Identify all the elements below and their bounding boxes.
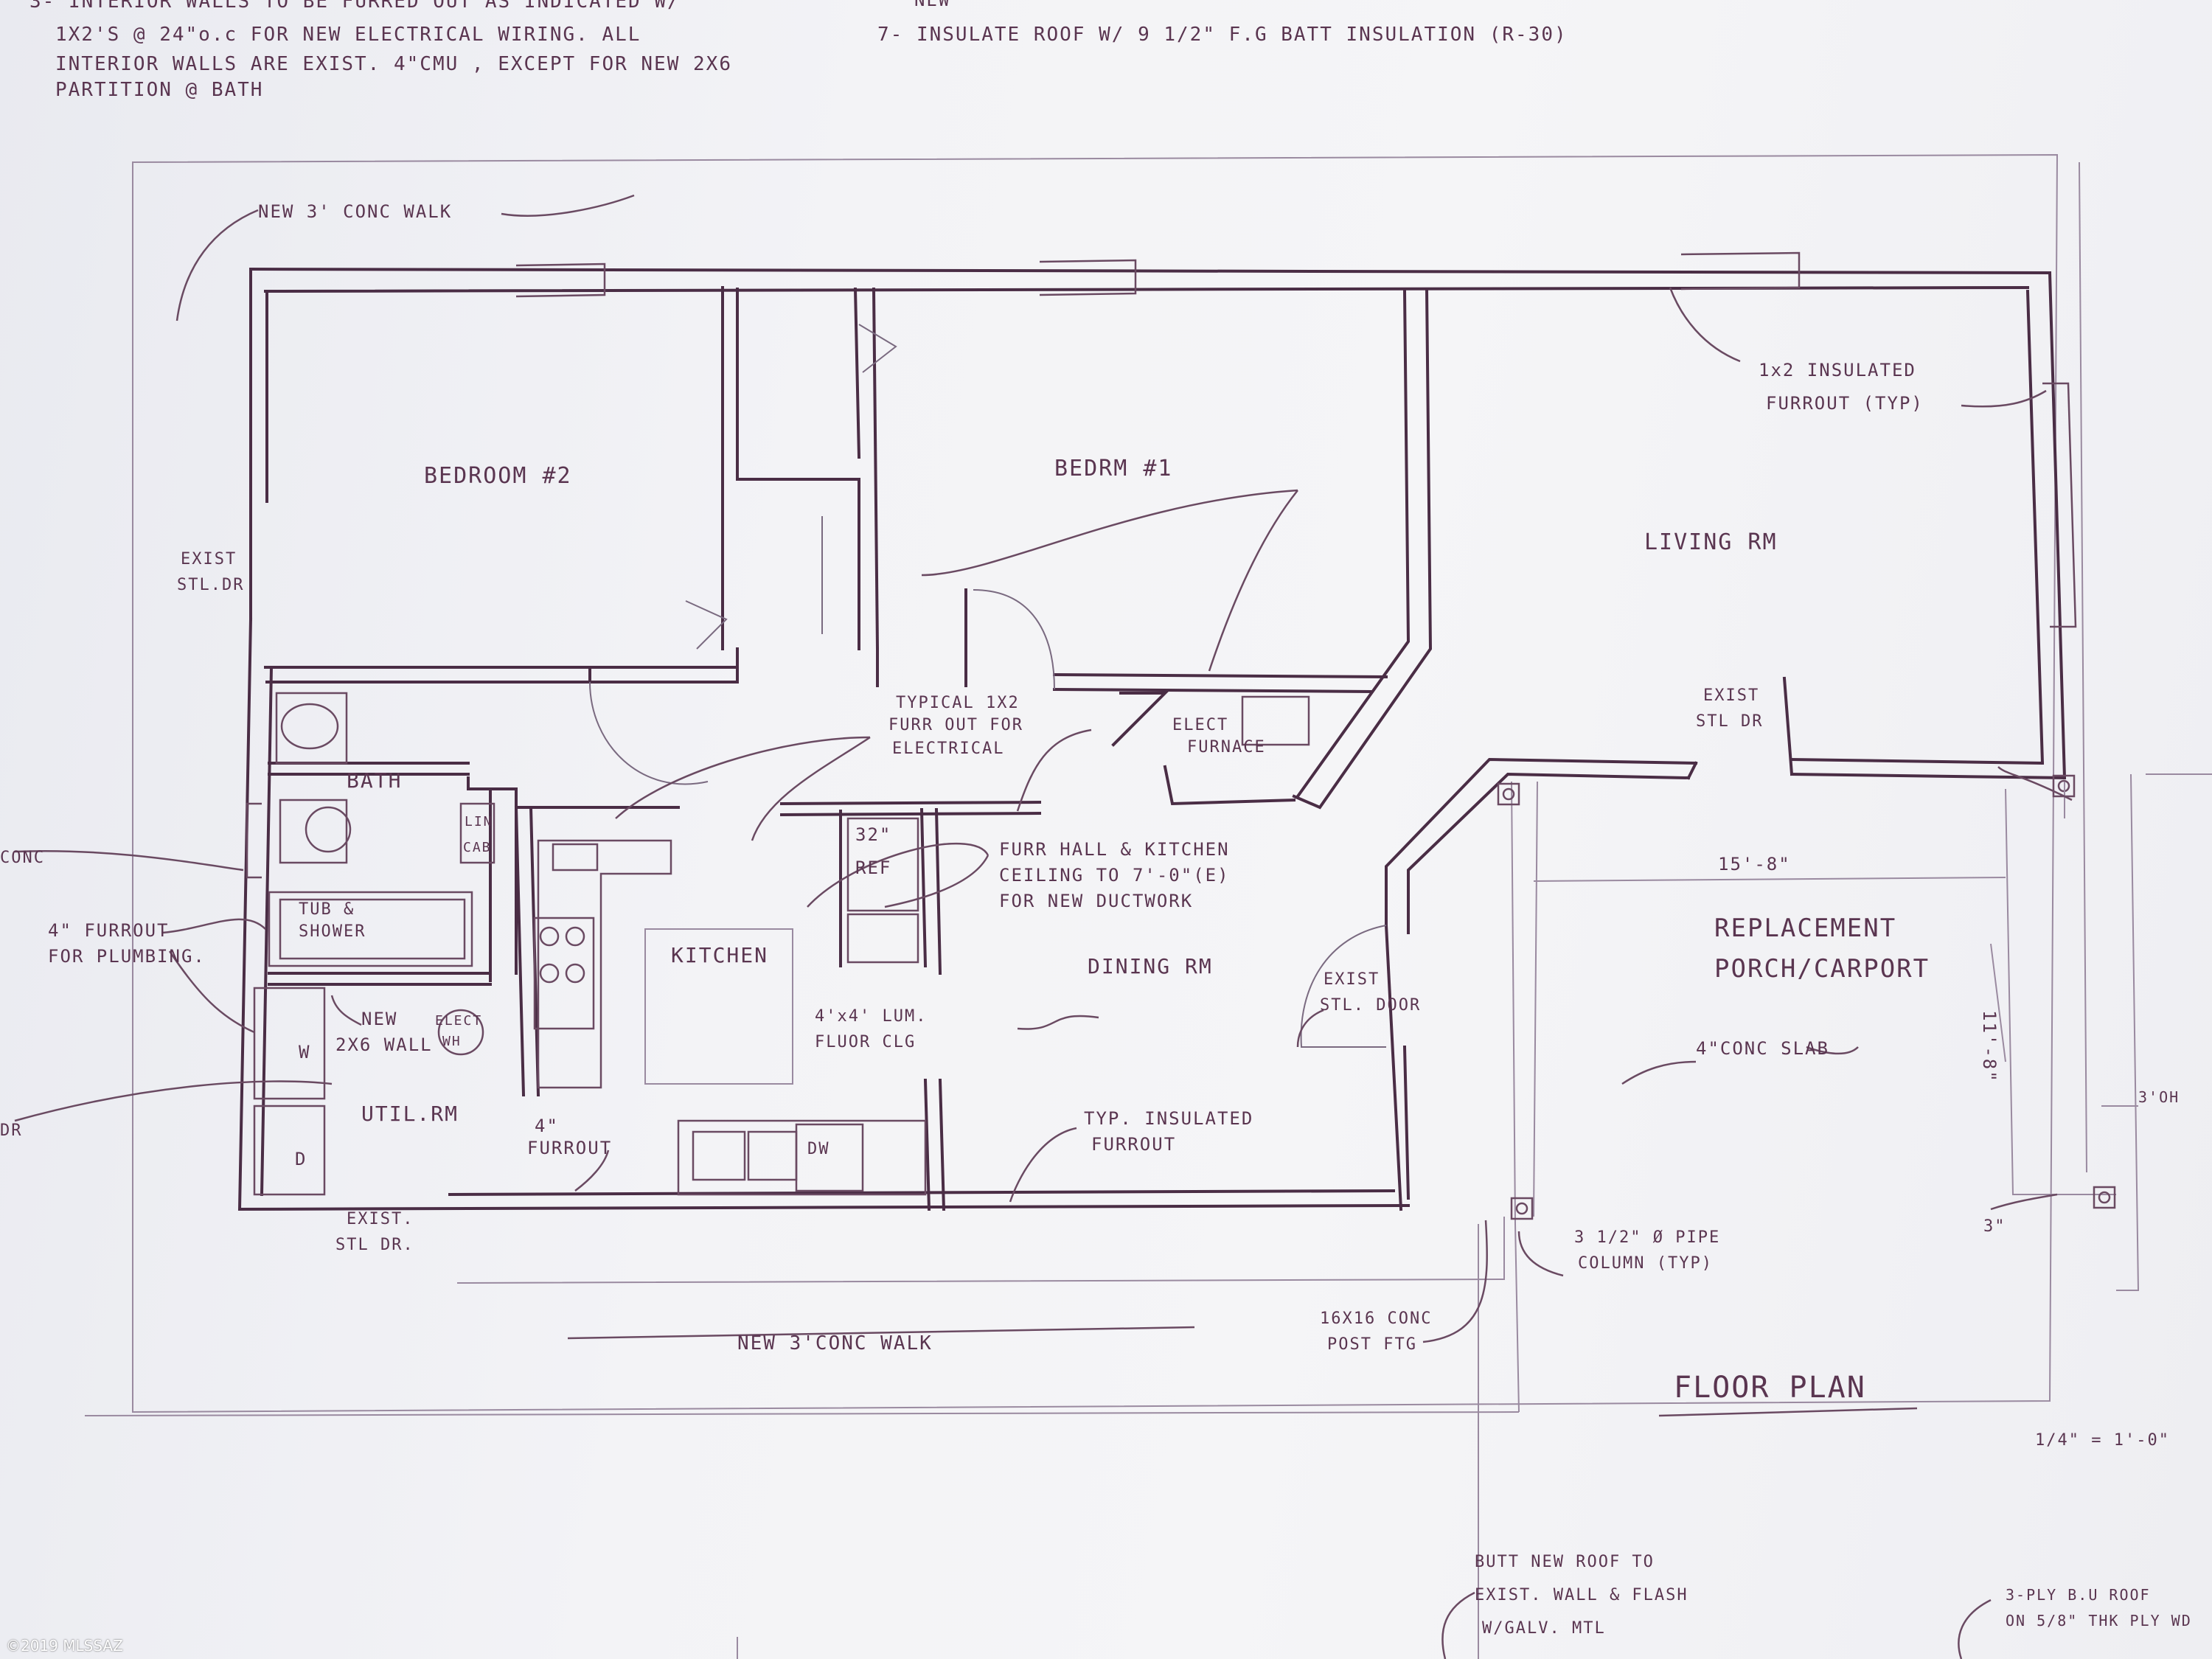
note-line: 1X2'S @ 24"o.c FOR NEW ELECTRICAL WIRING… [55,24,641,46]
dryer-label: D [295,1149,307,1169]
washer-label: W [299,1042,310,1062]
room-label-kitchen: KITCHEN [671,943,768,967]
note-text: FOR PLUMBING. [48,946,206,967]
exterior-walls [237,251,2077,1211]
note-text: FURROUT (TYP) [1766,393,1924,414]
note-text: TYP. INSULATED [1084,1108,1253,1129]
note-text: POST FTG [1327,1335,1417,1354]
note-text: 32" [855,824,891,845]
room-label-dining: DINING RM [1088,954,1213,978]
note-text: FURR OUT FOR [888,716,1023,734]
note-text: WH [442,1034,462,1049]
note-text: 4" [535,1116,559,1136]
note-text: CEILING TO 7'-0"(E) [999,865,1230,886]
room-label-porch-2: PORCH/CARPORT [1714,954,1930,984]
room-label-util: UTIL.RM [361,1102,459,1126]
note-text: CONC [0,849,45,867]
leader-lines [14,194,2073,1659]
room-label-living: LIVING RM [1644,529,1778,555]
general-notes: 3- INTERIOR WALLS TO BE FURRED OUT AS IN… [29,0,1568,101]
note-text: DR [0,1121,23,1140]
note-text: CAB [463,840,492,855]
note-text: EXIST. [347,1210,414,1228]
note-text: STL.DR [177,576,244,594]
note-text: ELECT [1172,716,1228,734]
note-line: PARTITION @ BATH [55,79,263,101]
dimension-overhang: 3'OH [2138,1088,2180,1106]
dishwasher-label: DW [807,1140,830,1158]
note-text: STL DR [1696,712,1763,731]
note-text: EXIST [1324,970,1380,989]
dimension-depth: 11'-8" [1979,1010,2000,1083]
note-text: 3-PLY B.U ROOF [2006,1586,2151,1604]
note-text: BUTT NEW ROOF TO [1475,1553,1655,1571]
note-text: FOR NEW DUCTWORK [999,891,1193,911]
copyright-watermark: ©2019 MLSSAZ [6,1637,123,1655]
room-label-bath: BATH [347,768,402,793]
note-text: FURR HALL & KITCHEN [999,839,1230,860]
room-label-bedroom-2: BEDROOM #2 [424,463,572,489]
note-text: NEW [361,1009,397,1029]
note-text: COLUMN (TYP) [1578,1254,1713,1273]
note-text: EXIST [181,550,237,568]
dimension-3in: 3" [1983,1217,2006,1236]
note-text: 1x2 INSULATED [1759,360,1916,380]
room-label-bedroom-1: BEDRM #1 [1054,456,1173,481]
note-text: STL DR. [335,1236,414,1254]
interior-walls [246,286,2138,1225]
note-line: 7- INSULATE ROOF W/ 9 1/2" F.G BATT INSU… [877,24,1568,46]
note-text: FURNACE [1187,738,1266,757]
note-text: SHOWER [299,922,366,941]
note-line: 3- INTERIOR WALLS TO BE FURRED OUT AS IN… [29,0,681,13]
room-labels: BEDROOM #2 BEDRM #1 LIVING RM BATH KITCH… [347,456,1930,1126]
note-text: FURROUT [527,1138,612,1158]
note-text: EXIST [1703,686,1759,705]
note-text: 4"CONC SLAB [1696,1038,1829,1059]
note-text: FURROUT [1091,1134,1176,1155]
note-text: STL. DOOR [1320,996,1421,1015]
note-line: INTERIOR WALLS ARE EXIST. 4"CMU , EXCEPT… [55,53,732,75]
note-text: TUB & [299,900,355,919]
note-line: NEW [914,0,950,10]
room-label-porch-1: REPLACEMENT [1714,914,1896,943]
annotations: NEW 3' CONC WALK EXIST STL.DR 1x2 INSULA… [0,201,2192,1638]
note-text: FLUOR CLG [815,1033,916,1051]
note-text: 4'x4' LUM. [815,1007,927,1026]
note-text: 3 1/2" Ø PIPE [1574,1228,1720,1247]
note-text: 16X16 CONC [1320,1310,1432,1328]
drawing-scale: 1/4" = 1'-0" [2035,1431,2170,1450]
note-text: REF [855,858,891,878]
note-text: LIN [465,814,493,830]
note-text: ELECT [435,1013,482,1029]
dimension-width: 15'-8" [1718,854,1791,874]
note-text: EXIST. WALL & FLASH [1475,1586,1688,1604]
note-text: ON 5/8" THK PLY WD [2006,1612,2192,1630]
note-text: TYPICAL 1X2 [896,694,1020,712]
note-text: ELECTRICAL [892,740,1004,758]
site-boundary [84,153,2212,1659]
note-text: 4" FURROUT [48,920,170,941]
note-text: 2X6 WALL [335,1034,433,1055]
walk-note-top: NEW 3' CONC WALK [258,201,452,222]
walk-note-bottom: NEW 3'CONC WALK [737,1332,933,1354]
drawing-title: FLOOR PLAN [1674,1371,1866,1405]
note-text: W/GALV. MTL [1482,1619,1606,1638]
